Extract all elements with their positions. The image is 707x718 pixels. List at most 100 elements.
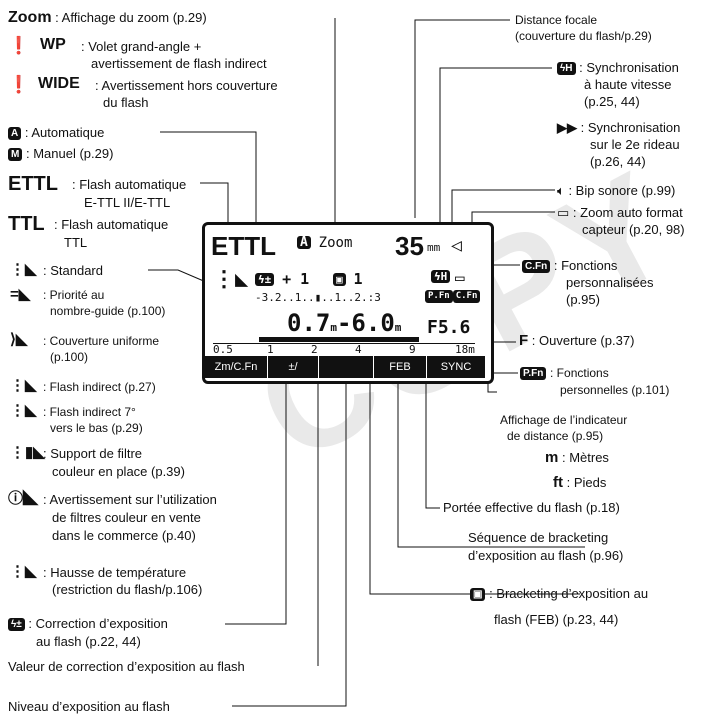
bounce-text: : Flash indirect (p.27) [43, 380, 156, 394]
auto-text: : Automatique [24, 125, 105, 140]
filter-text-1: : Support de filtre [43, 446, 142, 461]
zoom-label: Zoom : Affichage du zoom (p.29) [8, 10, 207, 26]
wp-text-2: avertissement de flash indirect [91, 56, 267, 71]
feb-label: ▣ : Bracketing d’exposition au [470, 586, 648, 602]
pfn-icon: P.Fn [520, 367, 547, 380]
temp-text-2: (restriction du flash/p.106) [52, 582, 203, 597]
lcd-dist-far: -6.0 [336, 309, 395, 337]
pfn-label: P.Fn : Fonctions [520, 365, 609, 381]
guide-text-1: : Priorité au [43, 288, 105, 302]
rear-text-2: sur le 2e rideau [590, 137, 680, 152]
flash-mode-icon: ⋮◣ [213, 267, 249, 292]
lcd-autozoom-icon: ▭ [455, 268, 465, 287]
bounce7-text-1: : Flash indirect 7° [43, 405, 136, 419]
softkey-sync[interactable]: SYNC [427, 356, 485, 378]
autozoom-text-1: : Zoom auto format [572, 205, 683, 220]
ttl-symbol: TTL [8, 213, 45, 235]
temp-text-1: : Hausse de température [43, 565, 187, 580]
feet-text: : Pieds [566, 475, 607, 490]
lcd-cfn-chip: C.Fn [452, 290, 481, 303]
warnfilter-text-1: : Avertissement sur l’utilization [43, 492, 217, 507]
lcd-distance: 0.7m-6.0m [287, 309, 402, 337]
fec-icon: ϟ± [8, 618, 25, 631]
lcd-tick-label: 2 [311, 343, 318, 356]
aperture-symbol: F [519, 332, 529, 349]
lcd-mode: ETTL [211, 231, 276, 261]
lcd-pfn-chip: P.Fn [425, 290, 453, 303]
manual-label: M : Manuel (p.29) [8, 146, 113, 162]
feet-symbol: ft [553, 474, 563, 491]
speaker-icon: ◁ [451, 235, 462, 256]
lcd-zoom-word: Zoom [318, 235, 353, 251]
lcd-focal: 35 [395, 231, 424, 261]
lcd-tick-label: 9 [409, 343, 416, 356]
softkey-fec[interactable]: ±/ [268, 356, 318, 378]
standard-icon: ⋮◣ [10, 261, 37, 278]
uniform-text-1: : Couverture uniforme [43, 334, 160, 348]
lcd-range-bar [259, 337, 419, 342]
hss-label: ϟH : Synchronisation [557, 60, 679, 76]
lcd-hss-chip: ϟH [431, 270, 451, 285]
hss-icon: ϟH [557, 62, 576, 75]
fec-value-text: Valeur de correction d’exposition au fla… [8, 659, 245, 674]
manual-text: : Manuel (p.29) [25, 146, 114, 161]
cfn-text-2: personnalisées [566, 275, 654, 290]
lcd-scale: -3.2..1..▮..1..2.:3 [255, 291, 381, 304]
ettl-text-1: : Flash automatique [72, 177, 187, 192]
fec-text-1: : Correction d’exposition [28, 616, 168, 631]
hss-text-2: à haute vitesse [584, 77, 672, 92]
zoom-text: : Affichage du zoom (p.29) [55, 10, 207, 25]
lcd-tick-label: 4 [355, 343, 362, 356]
zoom-symbol: Zoom [8, 9, 52, 26]
autozoom-text-2: capteur (p.20, 98) [582, 222, 685, 237]
feet-label: ft : Pieds [553, 475, 606, 491]
pfn-text-2: personnelles (p.101) [560, 383, 670, 397]
rear-curtain-icon: ▶▶ [557, 120, 577, 135]
range-text: Portée effective du flash (p.18) [443, 500, 620, 515]
lcd-aperture: F5.6 [427, 317, 471, 338]
cfn-text-3: (p.95) [566, 292, 600, 307]
warning-icon-2: ❗ [8, 75, 30, 94]
lcd-fec: ϟ± + 1 [255, 270, 309, 288]
wp-symbol: WP [40, 36, 66, 53]
bounce-icon: ⋮◣ [10, 377, 37, 394]
lcd-feb: ▣ 1 [333, 270, 362, 288]
febseq-text-1: Séquence de bracketing [468, 530, 609, 545]
filter-text-2: couleur en place (p.39) [52, 464, 185, 479]
hss-text-1: : Synchronisation [579, 60, 679, 75]
warning-icon: ❗ [8, 36, 30, 55]
guide-priority-icon: =◣ [10, 286, 31, 303]
speaker-icon: 🔈︎ [557, 183, 565, 198]
warnfilter-text-3: dans le commerce (p.40) [52, 528, 196, 543]
wide-text-1: : Avertissement hors couverture [95, 78, 278, 93]
focal-text-1: Distance focale [515, 13, 598, 27]
bounce7-text-2: vers le bas (p.29) [50, 421, 143, 435]
auto-icon: A [8, 127, 22, 140]
meters-text: : Mètres [561, 450, 609, 465]
flash-lcd-panel: ETTL A Zoom 35 mm ◁ ⋮◣ ϟ± + 1 ▣ 1 ϟH ▭ P… [202, 222, 494, 384]
softkey-zoom-cfn[interactable]: Zm/C.Fn [205, 356, 267, 378]
beep-text: : Bip sonore (p.99) [568, 183, 676, 198]
filter-holder-icon: ⋮▮◣ [10, 444, 45, 461]
wide-symbol: WIDE [38, 75, 80, 92]
guide-text-2: nombre-guide (p.100) [50, 304, 166, 318]
temperature-icon: ⋮◣ [10, 563, 37, 580]
rear-text-3: (p.26, 44) [590, 154, 646, 169]
softkey-feb[interactable]: FEB [374, 356, 426, 378]
focal-text-2: (couverture du flash/p.29) [515, 29, 652, 43]
distind-text-1: Affichage de l’indicateur [500, 413, 628, 427]
ttl-text-2: TTL [64, 235, 88, 250]
auto-label: A : Automatique [8, 125, 104, 141]
standard-text: : Standard [43, 263, 103, 278]
autozoom-icon: ▭ [557, 205, 570, 220]
meters-label: m : Mètres [545, 450, 609, 466]
filter-warning-icon: ⓘ◣ [8, 490, 39, 507]
lcd-tick-label: 1 [267, 343, 274, 356]
fec-text-2: au flash (p.22, 44) [36, 634, 141, 649]
fec-label: ϟ± : Correction d’exposition [8, 616, 168, 632]
lcd-scale-line [213, 343, 475, 344]
cfn-icon: C.Fn [522, 260, 551, 273]
flash-level-text: Niveau d’exposition au flash [8, 699, 170, 714]
softkey-blank[interactable] [319, 356, 373, 378]
